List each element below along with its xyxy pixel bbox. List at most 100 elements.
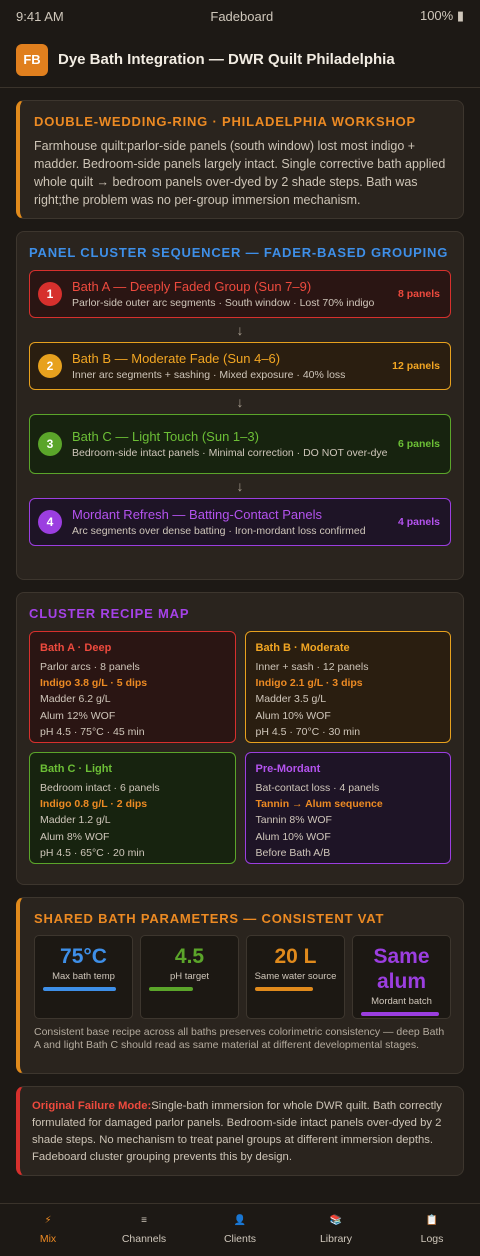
recipe-line: Alum 8% WOF bbox=[40, 830, 110, 843]
clipboard-icon: 📋 bbox=[425, 1215, 439, 1226]
recipe-card-bath-c[interactable]: Bath C · Light Bedroom intact · 6 panels… bbox=[29, 752, 236, 864]
param-label: Same water source bbox=[254, 971, 337, 982]
bath-number: 3 bbox=[38, 432, 62, 456]
recipe-key-line: Indigo 0.8 g/L · 2 dips bbox=[40, 798, 148, 811]
param-bar bbox=[255, 987, 314, 991]
list-icon: ≡ bbox=[141, 1215, 147, 1226]
tab-label: Library bbox=[319, 1233, 353, 1245]
tab-channels[interactable]: ≡ Channels bbox=[104, 1215, 184, 1245]
recipe-line: Bat-contact loss · 4 panels bbox=[255, 782, 380, 794]
param-bar bbox=[149, 987, 193, 991]
recipe-title: Pre-Mordant bbox=[255, 763, 321, 775]
recipe-card-bath-a[interactable]: Bath A · Deep Parlor arcs · 8 panels Ind… bbox=[29, 631, 236, 743]
tab-label: Logs bbox=[420, 1233, 444, 1245]
page-title: Dye Bath Integration — DWR Quilt Philade… bbox=[58, 51, 395, 68]
tab-label: Channels bbox=[121, 1233, 167, 1245]
recipe-card-pre-mordant[interactable]: Pre-Mordant Bat-contact loss · 4 panels … bbox=[244, 752, 451, 864]
user-icon: 👤 bbox=[233, 1215, 247, 1226]
failure-mode-card: Original Failure Mode:Single-bath immers… bbox=[16, 1086, 464, 1176]
app-logo: FB bbox=[16, 43, 48, 76]
app-header: FB Dye Bath Integration — DWR Quilt Phil… bbox=[0, 32, 480, 88]
tab-mix[interactable]: ⚡ Mix bbox=[8, 1215, 88, 1245]
recipe-line: Madder 1.2 g/L bbox=[40, 814, 111, 827]
panel-cluster-sequencer: PANEL CLUSTER SEQUENCER — FADER-BASED GR… bbox=[16, 231, 464, 580]
recipe-key-line: Tannin → Alum sequence bbox=[255, 798, 383, 811]
bath-panel-count: 8 panels bbox=[397, 288, 440, 300]
arrow-down-icon: ↓ bbox=[236, 478, 244, 494]
bath-number: 4 bbox=[38, 510, 62, 534]
cluster-recipe-map: CLUSTER RECIPE MAP Bath A · Deep Parlor … bbox=[16, 592, 464, 885]
bath-subtitle: Bedroom-side intact panels · Minimal cor… bbox=[72, 446, 388, 459]
param-bar bbox=[43, 987, 116, 991]
failure-body: Single-bath immersion for whole DWR quil… bbox=[32, 1100, 442, 1163]
param-mordant: Same alum Mordant batch bbox=[352, 935, 451, 1019]
recipe-line: Tannin 8% WOF bbox=[255, 814, 332, 827]
tab-label: Mix bbox=[39, 1233, 57, 1245]
lightning-icon: ⚡ bbox=[44, 1215, 52, 1226]
recipe-title: Bath A · Deep bbox=[40, 642, 112, 654]
bath-number: 1 bbox=[38, 282, 62, 306]
status-time: 9:41 AM bbox=[16, 8, 64, 24]
recipe-line: pH 4.5 · 70°C · 30 min bbox=[255, 725, 361, 738]
intro-body: Farmhouse quilt:parlor-side panels (sout… bbox=[34, 139, 446, 207]
bath-subtitle: Arc segments over dense batting · Iron-m… bbox=[72, 524, 366, 537]
param-label: Max bath temp bbox=[52, 971, 115, 982]
param-value: 75°C bbox=[60, 945, 107, 968]
recipe-line: Alum 10% WOF bbox=[255, 830, 331, 843]
recipe-line: Alum 10% WOF bbox=[255, 709, 331, 722]
recipe-key-line: Indigo 2.1 g/L · 3 dips bbox=[255, 677, 363, 690]
bath-a-row[interactable]: 1 Bath A — Deeply Faded Group (Sun 7–9) … bbox=[29, 270, 451, 318]
intro-title: DOUBLE-WEDDING-RING · PHILADELPHIA WORKS… bbox=[34, 114, 417, 129]
intro-card: DOUBLE-WEDDING-RING · PHILADELPHIA WORKS… bbox=[16, 100, 464, 219]
bath-b-row[interactable]: 2 Bath B — Moderate Fade (Sun 4–6) Inner… bbox=[29, 342, 451, 390]
param-label: pH target bbox=[169, 971, 210, 982]
recipe-line: Madder 6.2 g/L bbox=[40, 693, 111, 706]
recipe-line: pH 4.5 · 75°C · 45 min bbox=[40, 725, 145, 738]
tab-clients[interactable]: 👤 Clients bbox=[200, 1215, 280, 1245]
param-bar bbox=[361, 1012, 439, 1016]
status-battery: 100% ▮ bbox=[419, 8, 464, 23]
bath-subtitle: Inner arc segments + sashing · Mixed exp… bbox=[72, 368, 346, 381]
mordant-refresh-row[interactable]: 4 Mordant Refresh — Batting-Contact Pane… bbox=[29, 498, 451, 546]
bath-title: Mordant Refresh — Batting-Contact Panels bbox=[72, 506, 323, 522]
recipe-key-line: Indigo 3.8 g/L · 5 dips bbox=[40, 677, 148, 690]
bottom-tab-bar: ⚡ Mix ≡ Channels 👤 Clients 📚 Library 📋 L… bbox=[0, 1203, 480, 1256]
shared-bath-parameters: SHARED BATH PARAMETERS — CONSISTENT VAT … bbox=[16, 897, 464, 1074]
recipe-map-title: CLUSTER RECIPE MAP bbox=[29, 606, 190, 621]
recipe-line: Alum 12% WOF bbox=[40, 709, 116, 722]
failure-text: Original Failure Mode:Single-bath immers… bbox=[32, 1098, 451, 1166]
bath-title: Bath C — Light Touch (Sun 1–3) bbox=[72, 428, 259, 444]
tab-library[interactable]: 📚 Library bbox=[296, 1215, 376, 1245]
arrow-down-icon: ↓ bbox=[236, 394, 244, 410]
recipe-line: Bedroom intact · 6 panels bbox=[40, 782, 160, 794]
param-max-temp: 75°C Max bath temp bbox=[34, 935, 133, 1019]
param-value: 20 L bbox=[274, 945, 317, 968]
bath-number: 2 bbox=[38, 354, 62, 378]
shared-params-title: SHARED BATH PARAMETERS — CONSISTENT VAT bbox=[34, 911, 385, 926]
tab-label: Clients bbox=[223, 1233, 257, 1245]
recipe-title: Bath C · Light bbox=[40, 763, 113, 775]
status-bar: 9:41 AM Fadeboard 100% ▮ bbox=[0, 0, 480, 32]
param-water-volume: 20 L Same water source bbox=[246, 935, 345, 1019]
recipe-card-bath-b[interactable]: Bath B · Moderate Inner + sash · 12 pane… bbox=[244, 631, 451, 743]
shared-params-note: Consistent base recipe across all baths … bbox=[34, 1026, 445, 1051]
param-value: Same alum bbox=[373, 945, 430, 993]
books-icon: 📚 bbox=[329, 1215, 343, 1226]
bath-panel-count: 12 panels bbox=[392, 360, 440, 372]
sequencer-title: PANEL CLUSTER SEQUENCER — FADER-BASED GR… bbox=[29, 245, 449, 260]
failure-label: Original Failure Mode: bbox=[32, 1100, 152, 1112]
battery-icon: ▮ bbox=[456, 8, 464, 23]
arrow-down-icon: ↓ bbox=[236, 322, 244, 338]
bath-c-row[interactable]: 3 Bath C — Light Touch (Sun 1–3) Bedroom… bbox=[29, 414, 451, 474]
bath-subtitle: Parlor-side outer arc segments · South w… bbox=[72, 296, 375, 309]
recipe-line: Before Bath A/B bbox=[255, 846, 331, 859]
tab-logs[interactable]: 📋 Logs bbox=[392, 1215, 472, 1245]
param-ph-target: 4.5 pH target bbox=[140, 935, 239, 1019]
param-label: Mordant batch bbox=[371, 996, 432, 1007]
param-value: 4.5 bbox=[174, 945, 205, 968]
recipe-line: Inner + sash · 12 panels bbox=[255, 661, 369, 673]
bath-title: Bath B — Moderate Fade (Sun 4–6) bbox=[72, 350, 281, 366]
recipe-title: Bath B · Moderate bbox=[255, 642, 350, 654]
main-content: DOUBLE-WEDDING-RING · PHILADELPHIA WORKS… bbox=[0, 88, 480, 1176]
status-app-name: Fadeboard bbox=[210, 8, 274, 24]
